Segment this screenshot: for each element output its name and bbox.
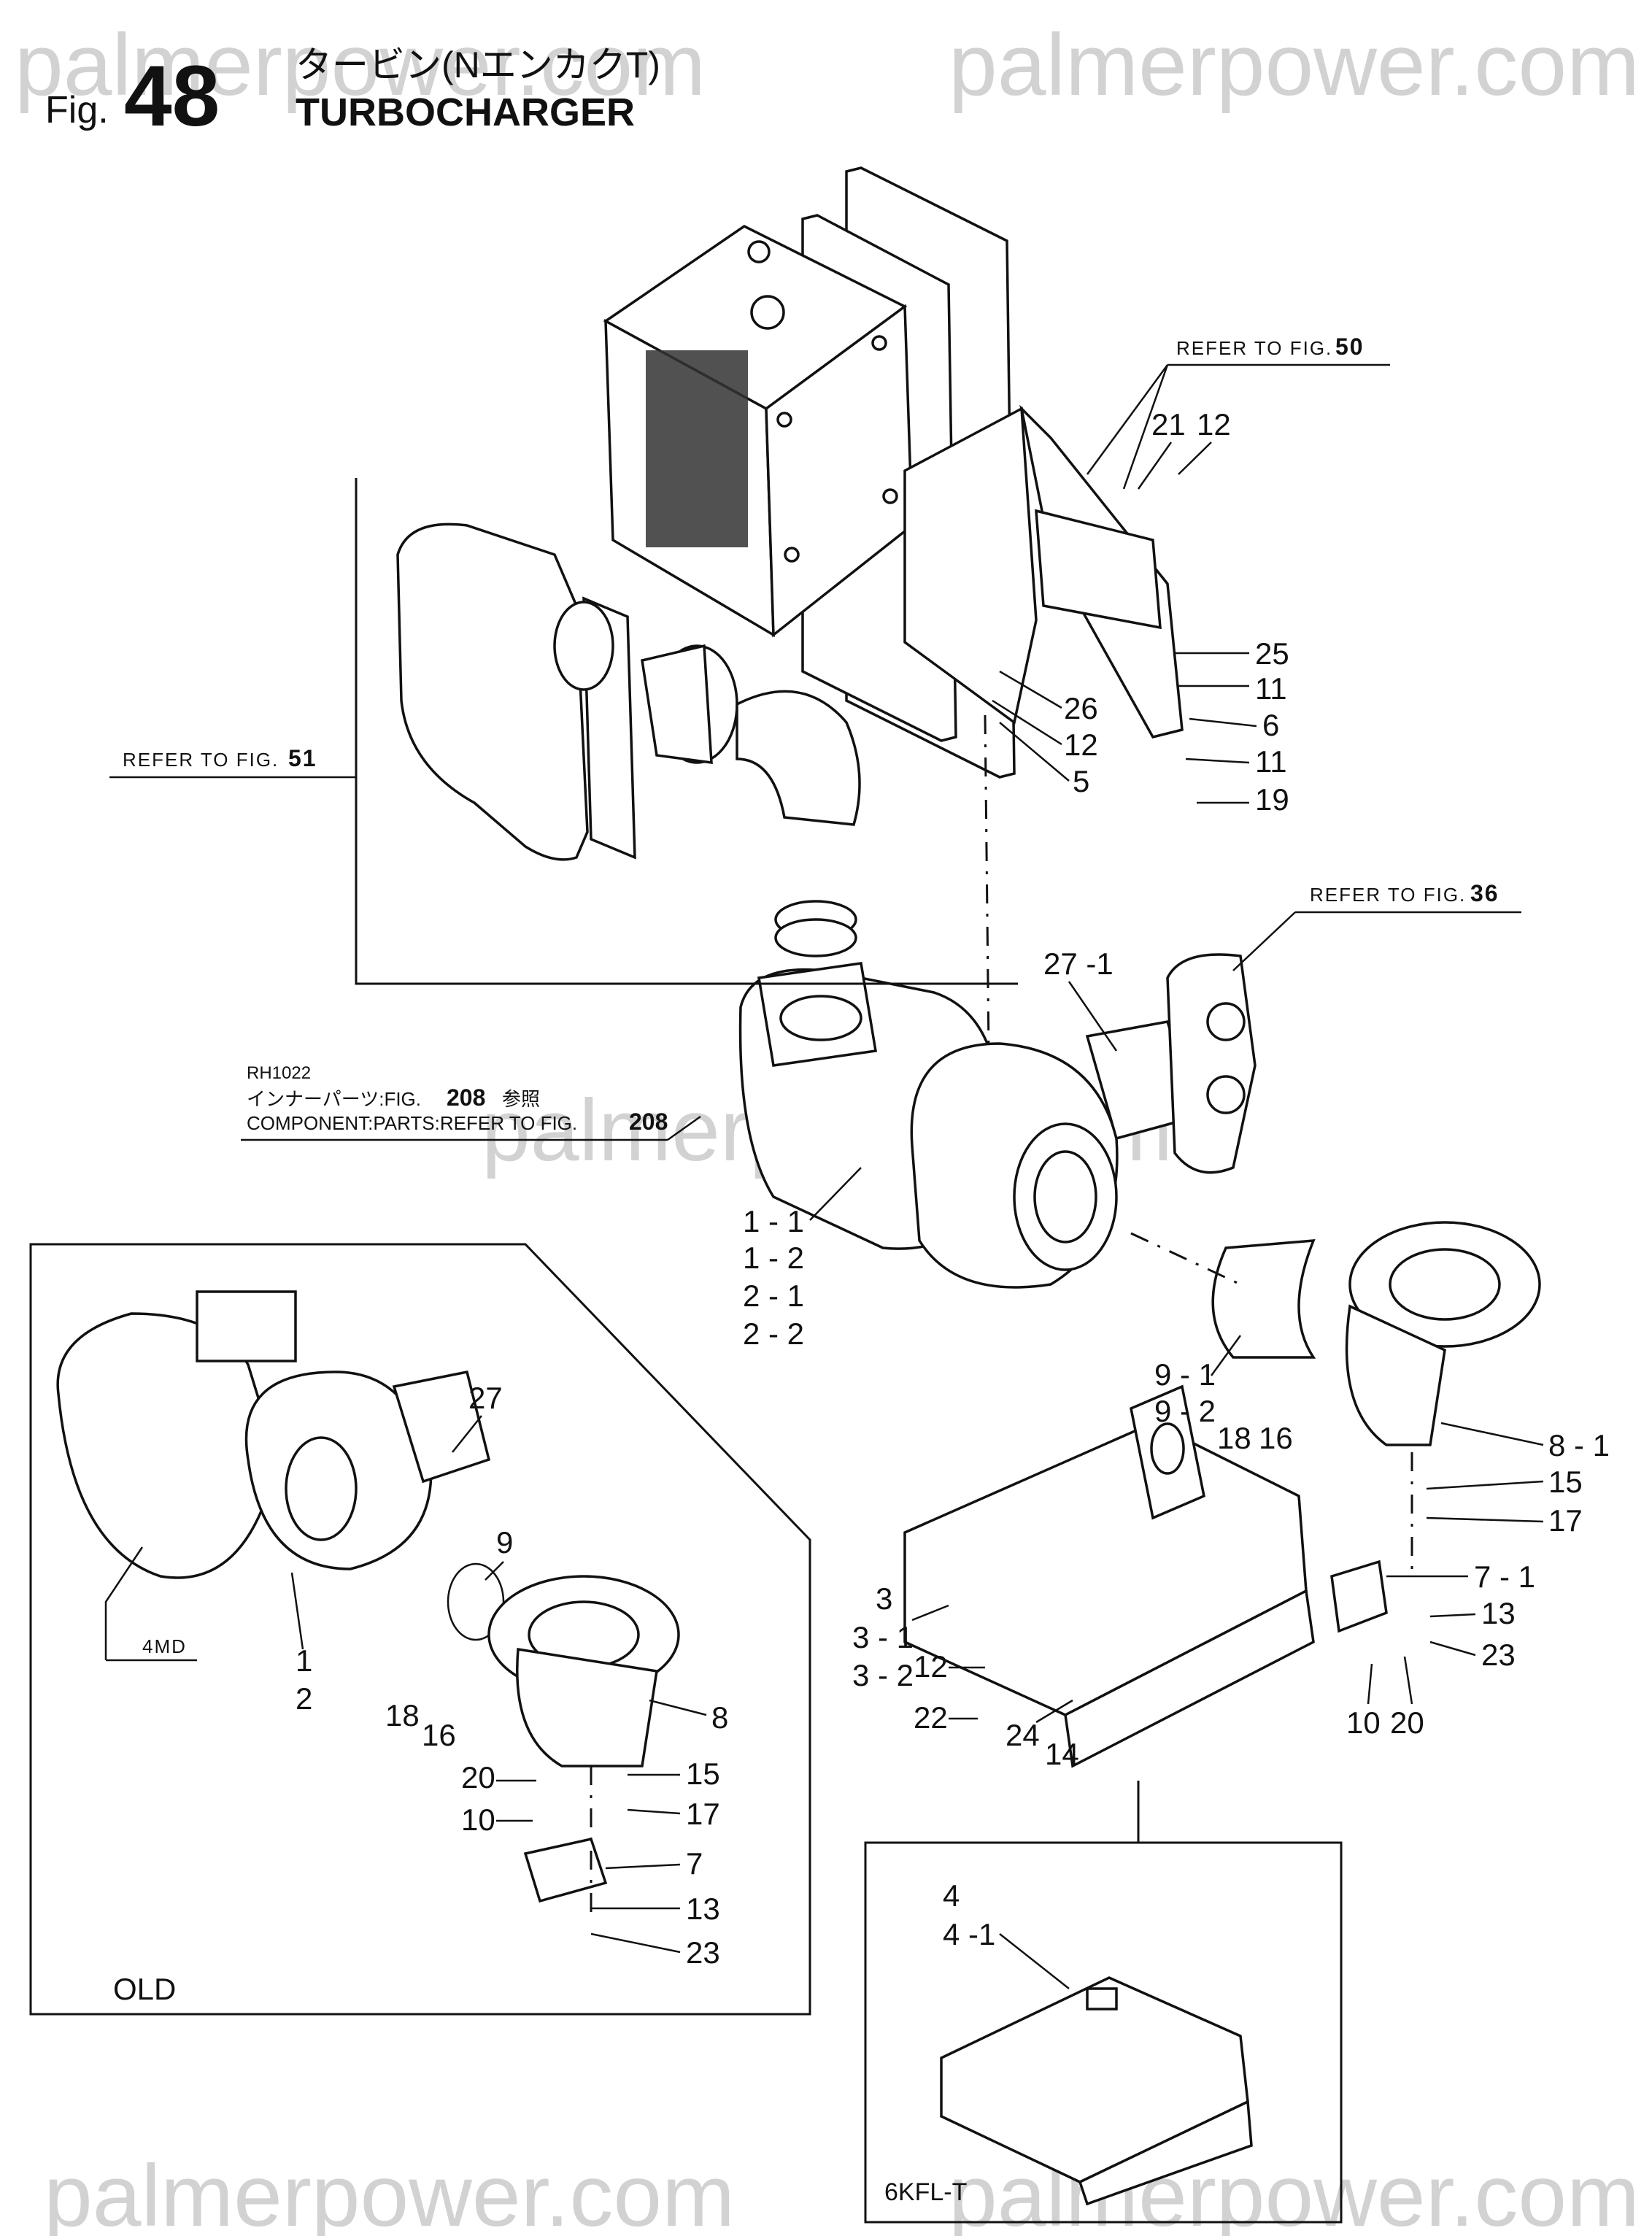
svg-text:9 - 2: 9 - 2 [1154, 1394, 1216, 1428]
svg-text:1: 1 [296, 1643, 312, 1678]
svg-text:27 -1: 27 -1 [1043, 947, 1113, 981]
svg-text:COMPONENT:PARTS:REFER TO FIG.: COMPONENT:PARTS:REFER TO FIG. [247, 1112, 577, 1134]
svg-text:20: 20 [1390, 1705, 1424, 1740]
svg-text:9 - 1: 9 - 1 [1154, 1357, 1216, 1392]
svg-text:18: 18 [1217, 1421, 1251, 1455]
svg-text:17: 17 [1548, 1503, 1583, 1538]
variant-box: 6KFL-T [864, 1841, 1343, 2224]
svg-text:8 - 1: 8 - 1 [1548, 1428, 1610, 1462]
svg-text:2: 2 [296, 1681, 312, 1716]
svg-text:16: 16 [422, 1718, 456, 1752]
refer-fig51: REFER TO FIG. 51 [109, 478, 1018, 985]
refer-fig50: REFER TO FIG. 50 [1086, 334, 1390, 490]
svg-text:インナーパーツ:FIG.: インナーパーツ:FIG. [247, 1088, 421, 1110]
svg-text:23: 23 [1481, 1638, 1516, 1672]
watermark-top-right: palmerpower.com [949, 16, 1640, 114]
svg-text:参照: 参照 [502, 1088, 540, 1110]
svg-text:25: 25 [1255, 636, 1289, 671]
svg-text:13: 13 [686, 1892, 720, 1926]
svg-text:51: 51 [288, 745, 317, 771]
svg-text:17: 17 [686, 1797, 720, 1831]
svg-text:208: 208 [447, 1084, 485, 1111]
svg-text:1 - 2: 1 - 2 [743, 1241, 804, 1275]
bracket [903, 404, 1184, 739]
exhaust-elbow [1211, 1221, 1541, 1446]
svg-text:4: 4 [943, 1878, 960, 1913]
svg-text:11: 11 [1255, 671, 1287, 706]
svg-text:12: 12 [1064, 728, 1098, 762]
svg-text:REFER TO FIG.: REFER TO FIG. [123, 749, 279, 771]
svg-text:7 - 1: 7 - 1 [1474, 1560, 1535, 1594]
intake-duct [396, 523, 861, 957]
svg-text:4 -1: 4 -1 [943, 1917, 995, 1951]
figure-title-jp: タービン(NエンカクT) [296, 45, 660, 85]
svg-text:7: 7 [686, 1846, 703, 1881]
svg-text:REFER TO FIG.: REFER TO FIG. [1176, 337, 1332, 359]
svg-text:2 - 2: 2 - 2 [743, 1316, 804, 1351]
svg-text:9: 9 [496, 1525, 513, 1560]
bracket-7-1 [1330, 1560, 1388, 1633]
centerline-2 [1130, 1232, 1241, 1286]
svg-text:13: 13 [1481, 1596, 1516, 1630]
svg-text:16: 16 [1259, 1421, 1293, 1455]
svg-text:15: 15 [1548, 1465, 1583, 1499]
svg-text:3: 3 [876, 1581, 892, 1616]
svg-text:26: 26 [1064, 691, 1098, 725]
svg-text:6: 6 [1262, 708, 1279, 742]
old-box: OLD 4MD [29, 1243, 811, 2016]
svg-text:10: 10 [1346, 1705, 1381, 1740]
svg-text:5: 5 [1073, 764, 1089, 798]
old-label: OLD [113, 1972, 176, 2006]
svg-text:12: 12 [1197, 407, 1231, 442]
old-callouts: 27 9 1 2 18 16 8 20 10 15 17 7 13 23 [290, 1381, 728, 1970]
svg-text:18: 18 [385, 1698, 420, 1732]
svg-text:14: 14 [1045, 1737, 1079, 1771]
svg-text:11: 11 [1255, 744, 1287, 779]
svg-text:50: 50 [1335, 334, 1365, 360]
callouts: 21 12 25 11 26 6 12 11 5 19 27 -1 1 - 1 … [743, 407, 1610, 1989]
svg-text:36: 36 [1470, 880, 1499, 906]
refer-fig36: REFER TO FIG. 36 [1232, 880, 1521, 971]
svg-text:15: 15 [686, 1757, 720, 1791]
svg-text:27: 27 [468, 1381, 503, 1415]
old-variant-label: 4MD [142, 1635, 187, 1657]
svg-text:REFER TO FIG.: REFER TO FIG. [1310, 884, 1466, 906]
figure-number: 48 [124, 48, 220, 144]
svg-text:24: 24 [1006, 1718, 1040, 1752]
svg-text:19: 19 [1255, 782, 1289, 817]
exhaust-fitting [1166, 953, 1257, 1174]
figure-prefix: Fig. [45, 89, 109, 131]
svg-text:21: 21 [1151, 407, 1186, 442]
watermark-bottom-left: palmerpower.com [44, 2147, 735, 2236]
svg-text:12: 12 [914, 1649, 948, 1684]
svg-text:20: 20 [461, 1760, 495, 1794]
figure-title-en: TURBOCHARGER [296, 90, 635, 134]
centerline-1 [984, 714, 990, 1052]
svg-text:1 - 1: 1 - 1 [743, 1204, 804, 1238]
svg-text:3 - 1: 3 - 1 [852, 1620, 914, 1654]
component-note: RH1022 インナーパーツ:FIG. 208 参照 COMPONENT:PAR… [241, 1063, 701, 1141]
svg-text:8: 8 [711, 1700, 728, 1735]
variant-label: 6KFL-T [884, 2178, 967, 2206]
svg-text:23: 23 [686, 1935, 720, 1970]
svg-text:208: 208 [629, 1109, 668, 1135]
svg-text:2 - 1: 2 - 1 [743, 1279, 804, 1313]
base-plate [903, 1384, 1315, 1768]
svg-text:3 - 2: 3 - 2 [852, 1658, 914, 1692]
svg-text:10: 10 [461, 1803, 495, 1837]
svg-text:22: 22 [914, 1700, 948, 1735]
turbocharger [738, 962, 1199, 1289]
watermark-top-left: palmerpower.com [15, 16, 706, 114]
svg-text:RH1022: RH1022 [247, 1063, 311, 1083]
